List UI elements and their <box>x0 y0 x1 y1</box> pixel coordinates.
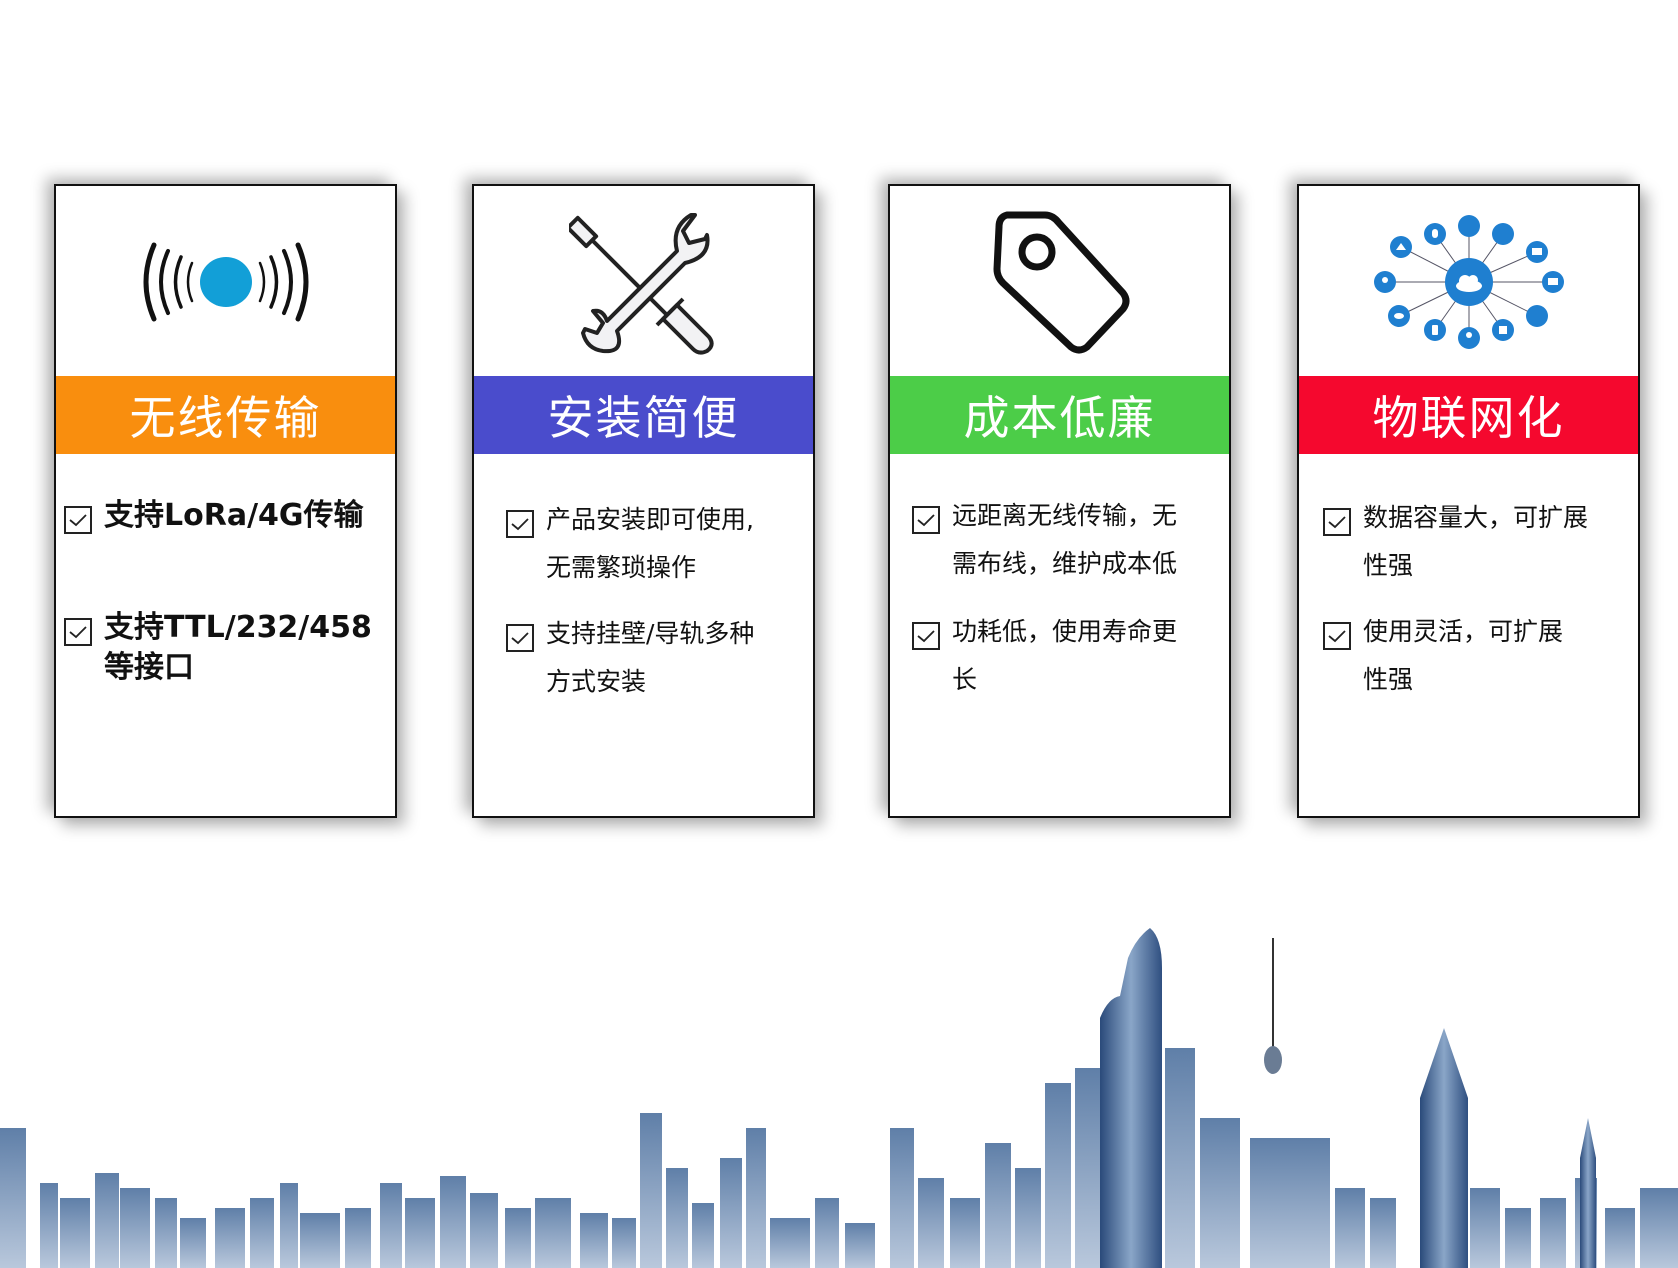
feature-text: 远距离无线传输，无 需布线，维护成本低 <box>952 501 1178 578</box>
iot-cloud-network-icon <box>1299 186 1638 378</box>
checkbox-checked-icon <box>64 506 92 534</box>
feature-card-cost: 成本低廉 远距离无线传输，无 需布线，维护成本低 功耗低，使用寿命更 长 <box>888 184 1231 818</box>
price-tag-icon <box>890 186 1229 378</box>
feature-card-install: 安装简便 产品安装即可使用, 无需繁琐操作 支持挂壁/导轨多种 方式安装 <box>472 184 815 818</box>
checkbox-checked-icon <box>1323 508 1351 536</box>
feature-card-wireless: 无线传输 支持LoRa/4G传输 支持TTL/232/458 等接口 <box>54 184 397 818</box>
city-skyline-image <box>0 928 1678 1268</box>
checkbox-checked-icon <box>912 622 940 650</box>
card-title-band: 安装简便 <box>474 376 813 454</box>
card-title: 安装简便 <box>547 391 740 445</box>
checkbox-checked-icon <box>64 618 92 646</box>
feature-text: 产品安装即可使用, 无需繁琐操作 <box>546 505 754 582</box>
feature-item: 支持TTL/232/458 等接口 <box>64 610 372 688</box>
feature-item: 数据容量大，可扩展 性强 <box>1323 503 1588 590</box>
card-title: 物联网化 <box>1372 391 1565 445</box>
feature-text: 使用灵活，可扩展 性强 <box>1363 617 1564 694</box>
feature-card-iot: 物联网化 数据容量大，可扩展 性强 使用灵活，可扩展 性强 <box>1297 184 1640 818</box>
feature-item: 支持LoRa/4G传输 <box>64 498 364 536</box>
feature-item: 功耗低，使用寿命更 长 <box>912 617 1177 704</box>
wrench-screwdriver-icon <box>474 186 813 378</box>
checkbox-checked-icon <box>506 510 534 538</box>
feature-item: 产品安装即可使用, 无需繁琐操作 <box>506 505 754 592</box>
feature-text: 支持挂壁/导轨多种 方式安装 <box>546 619 755 696</box>
feature-item: 远距离无线传输，无 需布线，维护成本低 <box>912 501 1177 588</box>
card-title: 无线传输 <box>129 391 322 445</box>
checkbox-checked-icon <box>1323 622 1351 650</box>
card-title-band: 无线传输 <box>56 376 395 454</box>
wireless-signal-icon <box>56 186 395 378</box>
feature-text: 功耗低，使用寿命更 长 <box>952 617 1178 694</box>
card-title-band: 成本低廉 <box>890 376 1229 454</box>
checkbox-checked-icon <box>912 506 940 534</box>
feature-text: 支持LoRa/4G传输 <box>104 498 364 533</box>
checkbox-checked-icon <box>506 624 534 652</box>
feature-item: 支持挂壁/导轨多种 方式安装 <box>506 619 754 706</box>
card-title: 成本低廉 <box>963 391 1156 445</box>
feature-text: 数据容量大，可扩展 性强 <box>1363 503 1589 580</box>
feature-item: 使用灵活，可扩展 性强 <box>1323 617 1563 704</box>
card-title-band: 物联网化 <box>1299 376 1638 454</box>
feature-text: 支持TTL/232/458 等接口 <box>104 610 372 685</box>
